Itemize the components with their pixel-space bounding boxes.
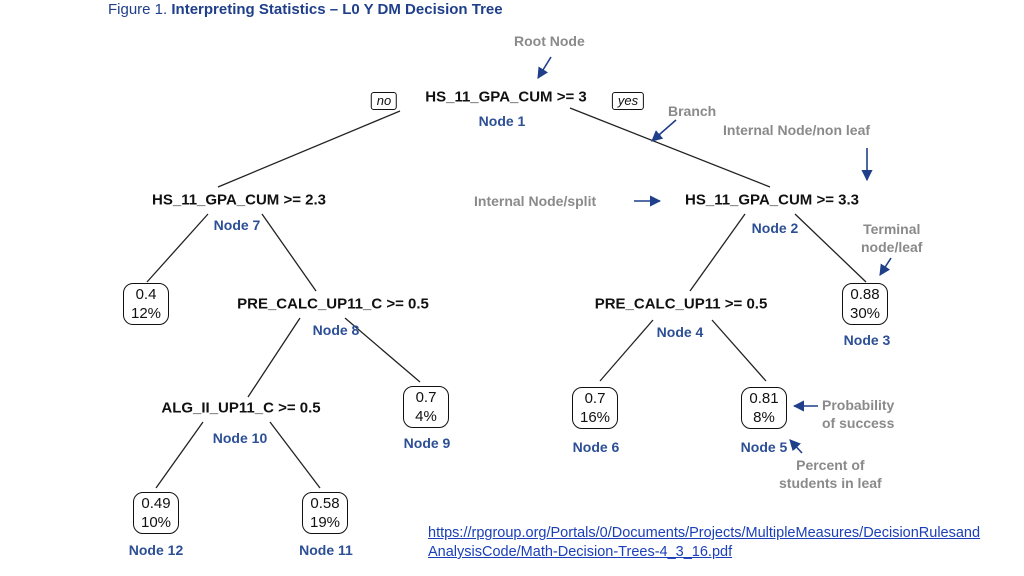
leaf-probability: 0.7	[584, 390, 606, 407]
leaf-percent: 16%	[579, 409, 611, 426]
source-link[interactable]: https://rpgroup.org/Portals/0/Documents/…	[428, 525, 981, 560]
split-node-1: HS_11_GPA_CUM >= 3	[425, 88, 587, 106]
edge-n2-n3	[794, 213, 867, 283]
node-label-11: Node 11	[299, 542, 353, 558]
edge-n7-leaf	[146, 213, 209, 283]
annotation-percent-line1: Percent of	[796, 457, 865, 473]
node-label-2: Node 2	[751, 220, 799, 236]
leaf-node-6: 0.7 16%	[572, 387, 618, 429]
leaf-probability: 0.7	[415, 389, 437, 406]
edge-n8-n10	[247, 317, 301, 398]
leaf-node-3: 0.88 30%	[842, 283, 888, 325]
leaf-probability: 0.49	[141, 495, 171, 512]
node-label-12: Node 12	[128, 542, 184, 558]
edge-n10-n12	[155, 421, 204, 489]
leaf-percent: 30%	[849, 305, 881, 322]
leaf-percent: 8%	[753, 409, 775, 426]
edge-n8-n9	[344, 317, 421, 383]
node-label-1: Node 1	[478, 113, 526, 129]
edge-n7-n8	[261, 213, 317, 292]
leaf-node-12: 0.49 10%	[133, 492, 179, 534]
figure-prefix: Figure 1.	[108, 1, 172, 18]
leaf-percent: 19%	[309, 514, 341, 531]
leaf-percent: 10%	[140, 514, 172, 531]
edge-n4-n6	[599, 319, 654, 382]
edge-n2-n4	[689, 213, 746, 292]
figure-title: Figure 1. Interpreting Statistics – L0 Y…	[108, 1, 503, 18]
annotation-internal-split: Internal Node/split	[474, 193, 597, 209]
annotation-percent-line2: students in leaf	[779, 475, 882, 491]
arrow-root-node	[537, 56, 552, 79]
annotation-percent: Percent of students in leaf	[779, 456, 882, 492]
yes-tag: yes	[611, 92, 645, 110]
arrow-percent	[789, 439, 803, 454]
annotation-branch: Branch	[668, 103, 717, 119]
annotation-terminal-line1: Terminal	[863, 221, 921, 237]
split-node-10: ALG_II_UP11_C >= 0.5	[161, 399, 321, 417]
split-node-8: PRE_CALC_UP11_C >= 0.5	[237, 295, 429, 313]
leaf-node-11: 0.58 19%	[302, 492, 348, 534]
annotation-probability-line1: Probability	[822, 397, 895, 413]
annotation-probability: Probability of success	[822, 396, 894, 432]
arrow-branch	[651, 119, 677, 142]
node-label-4: Node 4	[656, 324, 704, 340]
leaf-probability: 0.81	[749, 390, 779, 407]
node-label-3: Node 3	[843, 332, 891, 348]
leaf-probability: 0.4	[135, 286, 157, 303]
leaf-node-9: 0.7 4%	[403, 386, 449, 428]
node-label-8: Node 8	[312, 322, 360, 338]
split-node-4: PRE_CALC_UP11 >= 0.5	[594, 295, 768, 313]
annotation-probability-line2: of success	[822, 415, 895, 431]
node-label-9: Node 9	[403, 435, 451, 451]
annotation-terminal: Terminal node/leaf	[861, 220, 922, 256]
annotation-root-node: Root Node	[514, 33, 585, 49]
leaf-percent: 12%	[130, 305, 162, 322]
edge-n10-n11	[269, 421, 321, 489]
annotation-internal-nonleaf: Internal Node/non leaf	[723, 122, 871, 138]
edge-n4-n5	[711, 319, 767, 382]
leaf-probability: 0.88	[850, 286, 880, 303]
leaf-node-7-no: 0.4 12%	[123, 283, 169, 325]
leaf-percent: 4%	[415, 408, 437, 425]
node-label-10: Node 10	[212, 430, 268, 446]
no-tag: no	[370, 92, 398, 110]
split-node-2: HS_11_GPA_CUM >= 3.3	[685, 191, 859, 209]
leaf-node-5: 0.81 8%	[741, 387, 787, 429]
edge-n1-n7	[217, 110, 401, 188]
node-label-6: Node 6	[572, 439, 620, 455]
annotation-terminal-line2: node/leaf	[861, 239, 923, 255]
split-node-7: HS_11_GPA_CUM >= 2.3	[152, 191, 326, 209]
leaf-probability: 0.58	[310, 495, 340, 512]
node-label-7: Node 7	[213, 217, 261, 233]
figure-title-text: Interpreting Statistics – L0 Y DM Decisi…	[171, 1, 503, 18]
arrow-terminal	[879, 257, 892, 276]
edge-n1-n2	[569, 107, 771, 188]
node-label-5: Node 5	[740, 439, 788, 455]
